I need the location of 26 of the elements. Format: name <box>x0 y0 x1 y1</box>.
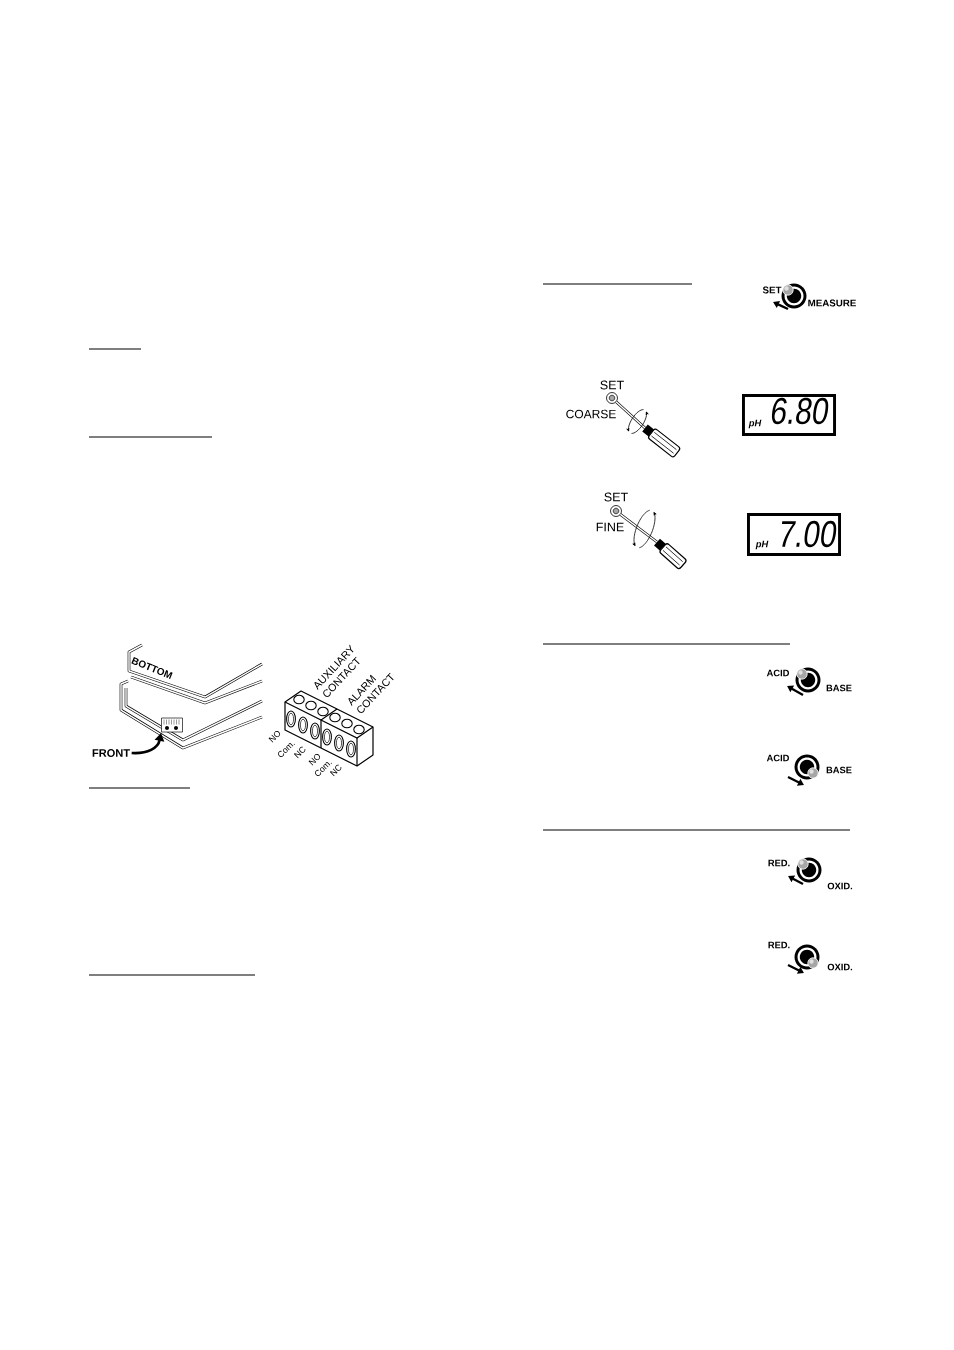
terminal-label: NO <box>268 730 281 743</box>
knob-label: ACID <box>766 754 789 762</box>
connector-socket <box>161 717 183 733</box>
terminal-label: NC <box>329 764 342 777</box>
unit-label: pH <box>748 419 762 429</box>
lcd-display <box>742 394 836 436</box>
knob-label: ACID <box>766 669 789 677</box>
knob-label: SET <box>762 286 782 294</box>
knob-label: BASE <box>826 684 852 692</box>
control-label: FINE <box>596 522 624 532</box>
terminal-label: NC <box>293 746 306 759</box>
display-reading: 7.00 <box>781 520 837 548</box>
knob-label: OXID. <box>827 963 853 971</box>
knob-label: RED. <box>768 941 790 949</box>
control-label: SET <box>604 492 628 502</box>
knob-label: RED. <box>768 859 790 867</box>
callout-label: FRONT <box>92 749 130 757</box>
display-reading: 6.80 <box>771 397 829 425</box>
control-label: COARSE <box>566 409 616 419</box>
lcd-display <box>747 513 841 556</box>
knob-label: MEASURE <box>808 299 856 307</box>
knob-label: OXID. <box>827 882 853 890</box>
knob-label: BASE <box>826 766 852 774</box>
unit-label: pH <box>755 540 769 550</box>
terminal-label: Com. <box>277 743 295 758</box>
control-label: SET <box>600 380 624 390</box>
